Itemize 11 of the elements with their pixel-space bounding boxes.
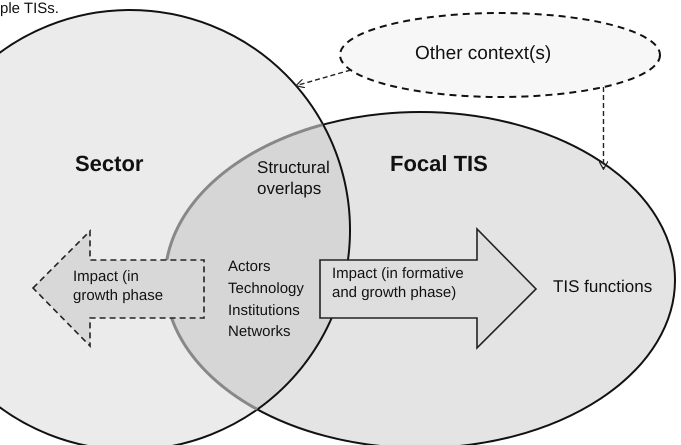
structure-list: Actors Technology Institutions Networks: [228, 256, 328, 343]
impact-text: Impact (in formative and growth phase): [332, 265, 465, 302]
functions-label: TIS functions: [553, 277, 652, 297]
context-label: Other context(s): [415, 42, 552, 66]
caption-fragment: ple TISs.: [0, 0, 59, 17]
dashed-arrow: [295, 69, 351, 88]
impact-text: Impact (in growth phase: [73, 268, 164, 306]
overlap-heading: Structural overlaps: [257, 157, 331, 200]
dashed-arrow: [598, 87, 609, 170]
focal-tis-heading: Focal TIS: [390, 150, 489, 178]
sector-heading: Sector: [75, 150, 144, 178]
